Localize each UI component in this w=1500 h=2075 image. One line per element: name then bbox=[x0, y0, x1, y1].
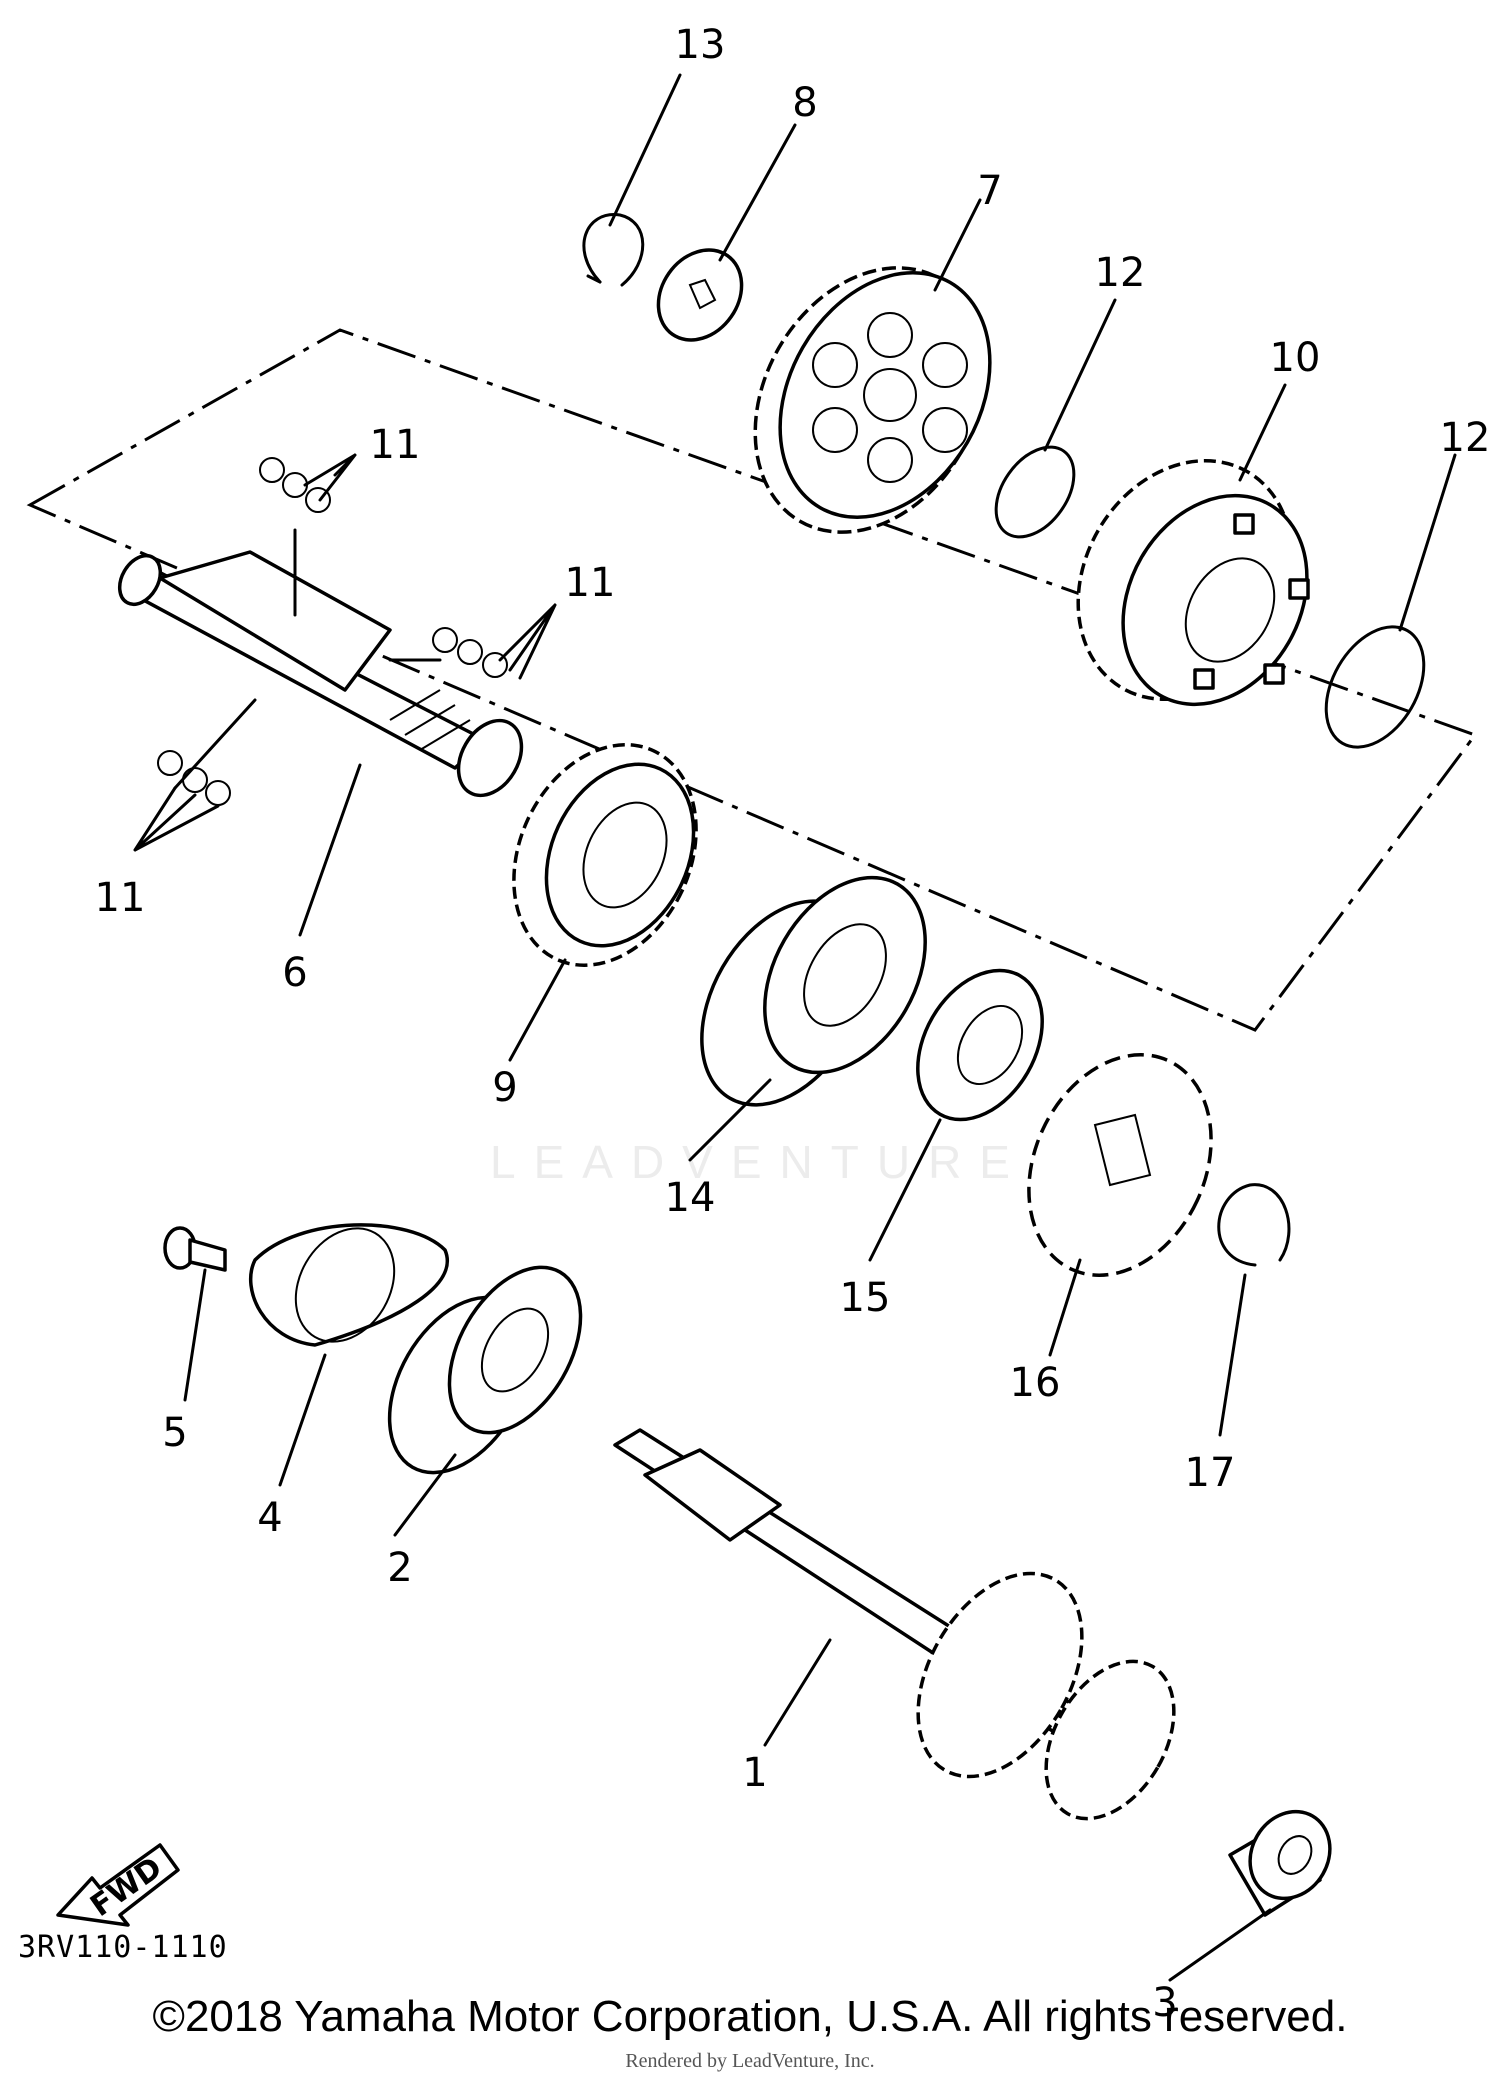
callout-10: 10 bbox=[1270, 335, 1321, 381]
part-7-gear bbox=[753, 266, 992, 534]
callout-15: 15 bbox=[840, 1275, 891, 1321]
callout-13: 13 bbox=[675, 22, 726, 68]
callout-1: 1 bbox=[742, 1750, 767, 1796]
part-8-washer bbox=[656, 248, 744, 342]
part-1-main-shaft bbox=[613, 1428, 1176, 1821]
callout-9: 9 bbox=[492, 1065, 517, 1111]
callout-14: 14 bbox=[665, 1175, 716, 1221]
part-4-plate bbox=[249, 1223, 449, 1347]
part-11-group-top bbox=[259, 457, 331, 513]
callout-4: 4 bbox=[257, 1495, 282, 1541]
part-9-gear bbox=[512, 743, 698, 967]
part-12-ring-upper bbox=[994, 445, 1076, 539]
callout-6: 6 bbox=[282, 950, 307, 996]
callout-11-left: 11 bbox=[95, 875, 146, 921]
part-5-bolt bbox=[163, 1226, 227, 1272]
callout-17: 17 bbox=[1185, 1450, 1236, 1496]
callout-8: 8 bbox=[792, 80, 817, 126]
callout-11-top: 11 bbox=[370, 422, 421, 468]
callout-16: 16 bbox=[1010, 1360, 1061, 1406]
drawing-code: 3RV110-1110 bbox=[18, 1930, 228, 1965]
callout-12-upper: 12 bbox=[1095, 250, 1146, 296]
part-2-bearing bbox=[387, 1265, 583, 1475]
callout-3: 3 bbox=[1152, 1980, 1177, 2026]
rendered-by-text: Rendered by LeadVenture, Inc. bbox=[625, 2050, 875, 2072]
part-3-collar bbox=[1228, 1809, 1332, 1917]
watermark: LEADVENTURE bbox=[490, 1136, 1028, 1188]
part-17-circlip bbox=[1217, 1183, 1291, 1267]
callout-12-right: 12 bbox=[1440, 415, 1491, 461]
part-15-seal bbox=[916, 968, 1044, 1122]
subassembly-outline bbox=[26, 328, 1478, 1032]
part-16-sprocket bbox=[1027, 1053, 1213, 1277]
fwd-arrow-icon: FWD bbox=[56, 1843, 180, 1927]
part-12-ring-right bbox=[1324, 625, 1426, 749]
part-14-bearing bbox=[700, 875, 927, 1107]
callout-5: 5 bbox=[162, 1410, 187, 1456]
callout-2: 2 bbox=[387, 1545, 412, 1591]
part-10-gear bbox=[1076, 459, 1310, 707]
callout-7: 7 bbox=[977, 168, 1002, 214]
part-13-circlip bbox=[582, 213, 645, 287]
callout-11-right: 11 bbox=[565, 560, 616, 606]
part-6-shaft bbox=[117, 550, 524, 798]
copyright-text: ©2018 Yamaha Motor Corporation, U.S.A. A… bbox=[152, 1992, 1348, 2041]
fwd-label: FWD bbox=[84, 1850, 168, 1924]
leader-lines bbox=[133, 73, 1457, 1982]
part-11-group-right bbox=[432, 627, 508, 678]
